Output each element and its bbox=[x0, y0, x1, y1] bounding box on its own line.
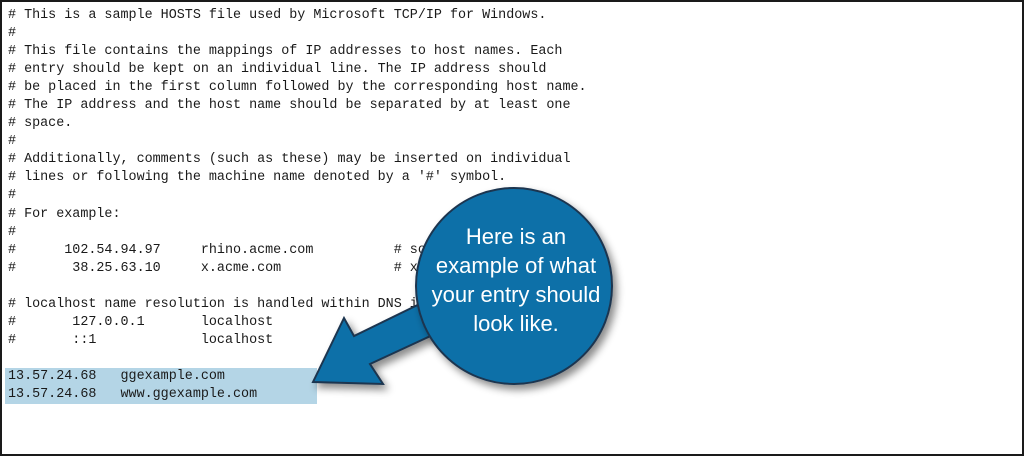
file-line: # ::1 localhost bbox=[8, 332, 274, 348]
file-line: # space. bbox=[8, 116, 73, 132]
file-line: # bbox=[8, 188, 17, 204]
file-line: # This is a sample HOSTS file used by Mi… bbox=[8, 8, 547, 23]
file-line: # bbox=[8, 224, 17, 240]
callout-line: look like. bbox=[473, 311, 559, 336]
callout-text: Here is an example of what your entry sh… bbox=[416, 222, 616, 338]
file-line bbox=[8, 350, 1016, 368]
callout-line: Here is an bbox=[465, 224, 567, 249]
file-line: # bbox=[8, 134, 17, 150]
callout-line: your entry should bbox=[431, 282, 601, 307]
file-line: # 127.0.0.1 localhost bbox=[8, 314, 274, 330]
file-line: # bbox=[8, 26, 17, 42]
file-line: # For example: bbox=[8, 206, 121, 222]
file-line: # This file contains the mappings of IP … bbox=[8, 44, 563, 60]
highlighted-entry-line: 13.57.24.68 www.ggexample.com bbox=[5, 385, 317, 405]
file-line: # lines or following the machine name de… bbox=[8, 170, 507, 186]
highlighted-entry-line: 13.57.24.68 ggexample.com bbox=[5, 367, 317, 386]
callout-line: example of what bbox=[435, 253, 597, 278]
file-line: # entry should be kept on an individual … bbox=[8, 62, 547, 78]
file-line: # Additionally, comments (such as these)… bbox=[8, 152, 571, 168]
file-line: # The IP address and the host name shoul… bbox=[8, 98, 571, 114]
file-line: # be placed in the first column followed… bbox=[8, 80, 587, 96]
